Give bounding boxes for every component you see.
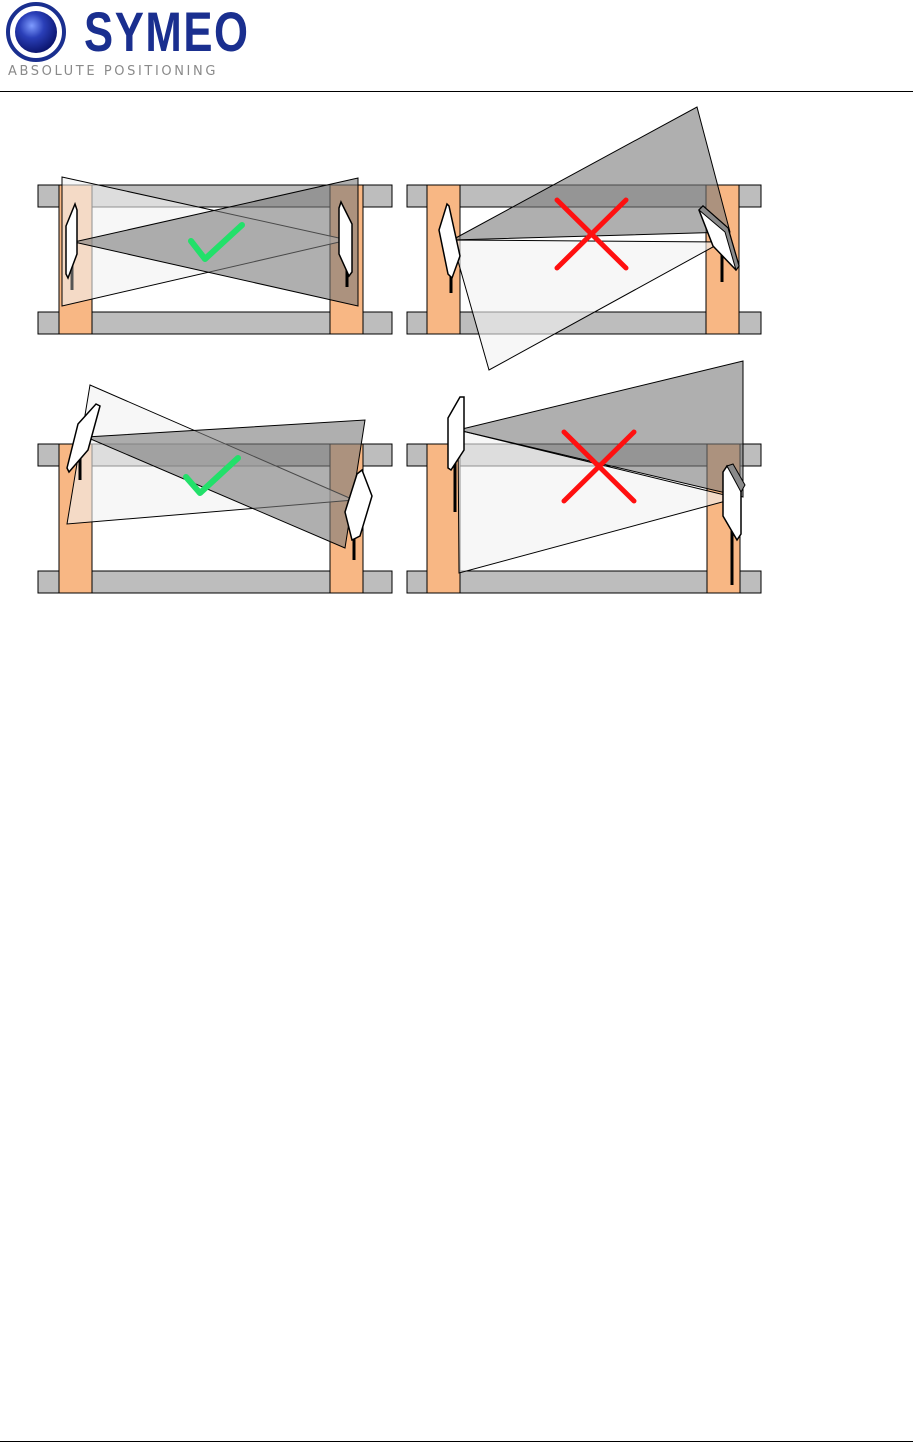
alignment-figure	[0, 92, 913, 612]
page-header: SYMEO ABSOLUTE POSITIONING	[0, 0, 913, 92]
globe-logo-icon	[4, 2, 84, 64]
panel-top-left	[38, 177, 392, 334]
company-logo: SYMEO ABSOLUTE POSITIONING	[4, 2, 208, 82]
panel-top-right	[407, 107, 761, 370]
panel-bottom-left	[38, 385, 392, 593]
panel-bottom-right	[407, 361, 761, 593]
brand-tagline: ABSOLUTE POSITIONING	[8, 64, 218, 79]
footer-divider	[0, 1441, 913, 1442]
brand-name: SYMEO	[84, 2, 250, 62]
